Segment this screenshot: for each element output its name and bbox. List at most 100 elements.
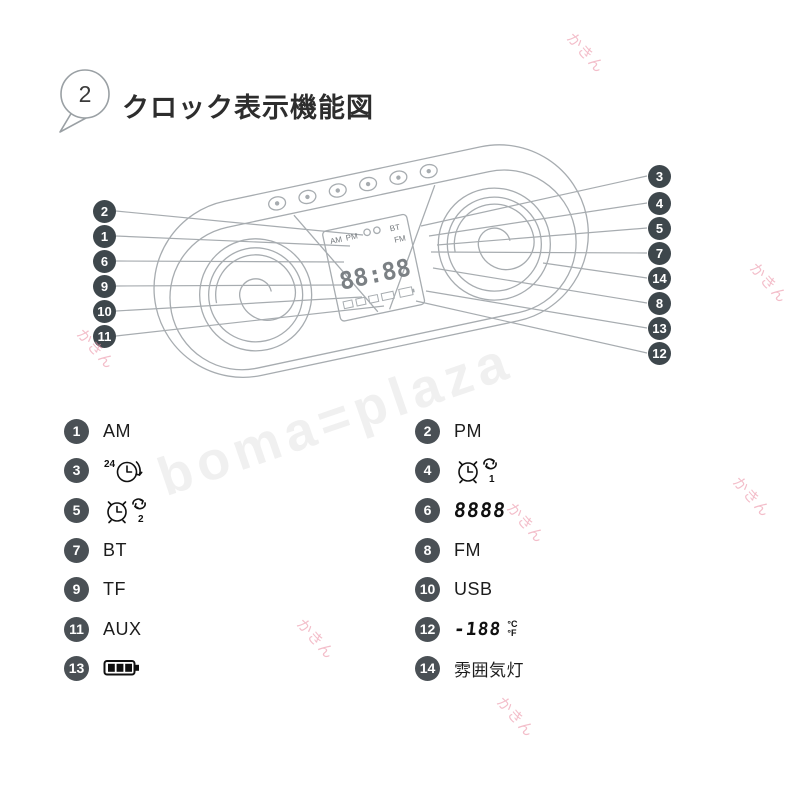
fahrenheit-label: °F [507,628,517,638]
callout-line [420,175,648,227]
legend-item: 9 TF [64,576,126,602]
callout-badge: 9 [93,275,116,298]
lcd-alarm1-icon [363,228,371,237]
lcd-fm-label: FM [393,233,406,244]
legend-label: 雰囲気灯 [454,660,524,680]
legend-num-badge: 14 [415,655,440,681]
callout-line [115,296,363,312]
lcd-battery-nub [411,288,415,293]
svg-text:2: 2 [138,514,144,525]
legend-temp-units: °C °F [507,619,517,639]
bubble-circle [60,69,110,119]
legend-item: 5 2 [64,497,151,525]
lcd-display: AM PM BT FM 88:88 [322,213,426,322]
callout-badge: 7 [648,242,671,265]
legend-num-badge: 1 [64,418,89,444]
device-button [298,189,317,205]
callout-line [430,251,648,254]
legend-item: 8 FM [415,537,481,563]
device-button [359,176,378,192]
lcd-temp-icon [380,290,395,302]
callout-line [115,210,364,236]
lcd-alarm2-icon [373,226,381,235]
callout-lines [115,175,648,354]
device-button [268,196,287,211]
legend-item: 2 PM [415,418,482,444]
legend-item: 1 AM [64,418,131,444]
legend-item: 6 8888 [415,497,508,523]
legend-item: 14 雰囲気灯 [415,655,524,681]
device-outer-shell [153,144,589,378]
legend-label: AUX [103,618,142,639]
legend-temp-digits: -188 [452,618,503,640]
callout-line [542,262,648,279]
legend-item: 4 1 [415,457,502,485]
callout-badge: 4 [648,192,671,215]
lcd-pm-label: PM [345,231,359,242]
legend-item: 13 [64,655,143,681]
button-glyph-icon [274,201,280,206]
button-glyph-icon [426,168,431,174]
svg-text:24: 24 [104,459,116,470]
lcd-am-label: AM [329,235,343,246]
step-number: 2 [79,81,92,107]
legend-num-badge: 4 [415,457,440,483]
battery-icon [103,660,139,676]
lcd-tf-icon [342,299,354,310]
legend-item: 7 BT [64,537,127,563]
legend-digits: 8888 [452,498,508,522]
legend-item: 10 USB [415,576,493,602]
callout-badge: 6 [93,250,116,273]
legend-num-badge: 11 [64,616,89,642]
legend-num-badge: 12 [415,616,440,642]
right-speaker [437,187,551,301]
left-speaker [199,238,313,352]
legend-num-badge: 6 [415,497,440,523]
front-panel-seams [293,184,436,313]
legend-label: FM [454,539,481,560]
callout-line [436,227,648,246]
button-glyph-icon [335,188,340,193]
callout-line [428,202,648,237]
legend-item: 12 -188 °C °F [415,616,517,642]
button-glyph-icon [365,181,371,187]
legend-num-badge: 9 [64,576,89,602]
callout-badge: 5 [648,217,671,240]
alarm-clock-1-icon: 1 [458,458,497,485]
speaker-swirl [215,254,297,321]
device-button [389,170,408,185]
callout-badge: 1 [93,225,116,248]
legend-num-badge: 3 [64,457,89,483]
legend-num-badge: 2 [415,418,440,444]
device-front-face [169,169,577,371]
legend-item: 11 AUX [64,616,142,642]
device-button [419,163,438,179]
legend-label: BT [103,539,128,560]
callout-line [415,300,648,354]
callout-line [115,235,351,247]
callout-badge: 10 [93,300,116,323]
legend-item: 3 24 [64,457,149,483]
legend-num-badge: 5 [64,497,89,523]
speaker-swirl [453,203,535,271]
lcd-battery-icon [398,286,414,298]
callout-line [115,284,343,287]
callout-line [425,290,648,329]
legend-label: TF [103,578,126,599]
legend-label: USB [454,578,493,599]
callout-badge: 8 [648,292,671,315]
callout-line [432,267,648,304]
callout-line [115,260,345,263]
lcd-aux-icon [367,293,380,304]
legend-num-badge: 13 [64,655,89,681]
page-title: クロック表示機能図 [122,93,374,123]
callout-badge: 13 [648,317,671,340]
device-button [328,183,347,198]
button-glyph-icon [396,175,401,180]
callout-badge: 11 [93,325,116,348]
legend-num-badge: 8 [415,537,440,563]
callout-badge: 3 [648,165,671,188]
legend-label: PM [454,420,482,441]
lcd-time: 88:88 [337,253,413,295]
